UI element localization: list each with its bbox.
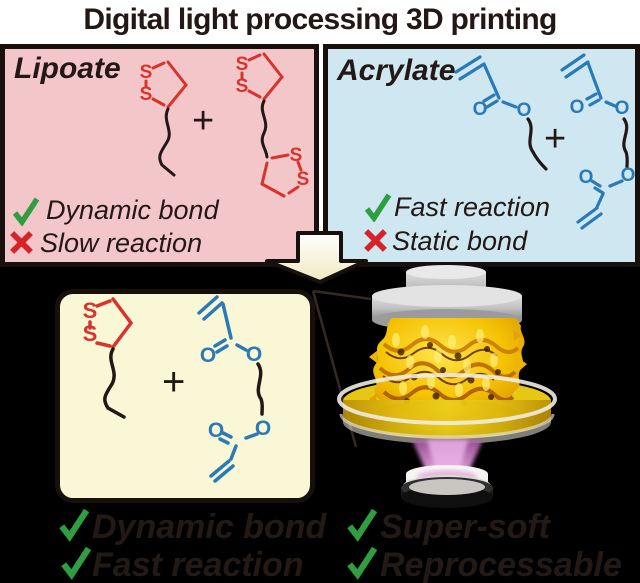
plus-sign: + — [192, 100, 215, 142]
result-feature-reprocessable: Reprocessable — [380, 546, 622, 583]
check-icon — [347, 546, 378, 580]
plus-sign: + — [162, 360, 186, 404]
acrylate-feature-static-bond: Static bond — [392, 226, 528, 256]
result-feature-fast-reaction: Fast reaction — [92, 546, 304, 583]
check-icon — [347, 508, 378, 542]
result-mixture-box — [55, 289, 315, 503]
figure-title: Digital light processing 3D printing — [83, 3, 557, 36]
acrylate-feature-fast-reaction: Fast reaction — [394, 192, 551, 222]
check-icon — [61, 546, 92, 580]
lipoate-panel-title: Lipoate — [14, 52, 121, 85]
check-icon — [59, 508, 90, 542]
check-icon — [364, 193, 392, 222]
result-feature-super-soft: Super-soft — [380, 508, 550, 546]
cross-icon — [10, 231, 33, 254]
acrylate-panel-title: Acrylate — [337, 54, 456, 87]
plus-sign: + — [544, 118, 567, 160]
lipoate-feature-dynamic-bond: Dynamic bond — [46, 195, 219, 225]
lipoate-feature-slow-reaction: Slow reaction — [40, 228, 203, 258]
result-feature-dynamic-bond: Dynamic bond — [92, 508, 327, 546]
check-icon — [12, 197, 40, 226]
cross-icon — [364, 229, 387, 252]
